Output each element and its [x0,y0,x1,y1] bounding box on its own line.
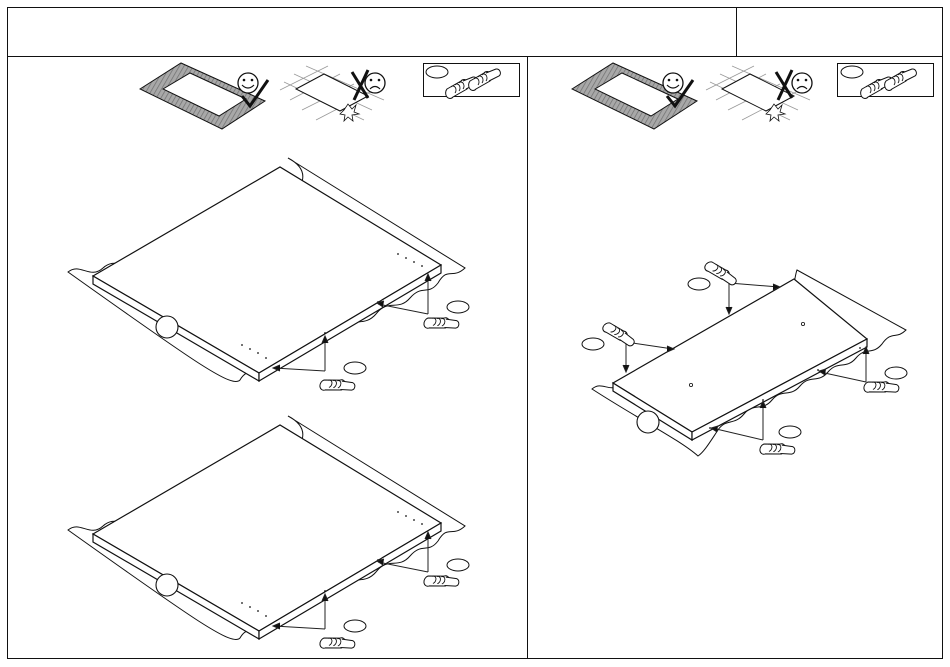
wooden-dowel-icon [318,369,356,404]
part-label-tag [582,338,604,350]
tiled-floor-bad [706,66,810,121]
left-legend [140,63,520,129]
panel-top-face [93,167,441,373]
part-label-tag [426,66,448,78]
part-reference-circle [156,574,178,596]
panel-top-face [93,425,441,631]
top-board-step [68,158,469,403]
frown-face-icon [792,73,812,93]
tiled-floor-bad [280,66,384,121]
part-label-tag [447,301,469,313]
part-label-tag [885,367,907,379]
right-legend [572,63,934,129]
part-reference-circle [637,411,659,433]
frown-face-icon [365,73,385,93]
smiley-face-icon [663,73,683,93]
wooden-dowel-icon [601,316,636,354]
parts-box [838,64,934,99]
part-label-tag [841,66,863,78]
rug-surface-good [572,63,697,129]
bottom-board-step [68,416,469,661]
smiley-face-icon [238,73,258,93]
part-label-tag [779,426,801,438]
part-label-tag [344,362,366,374]
wooden-dowel-icon [318,627,356,662]
parts-box [424,64,520,99]
part-label-tag [447,559,469,571]
long-board-step [582,255,907,468]
part-label-tag [344,620,366,632]
part-label-tag [688,278,710,290]
part-reference-circle [156,316,178,338]
